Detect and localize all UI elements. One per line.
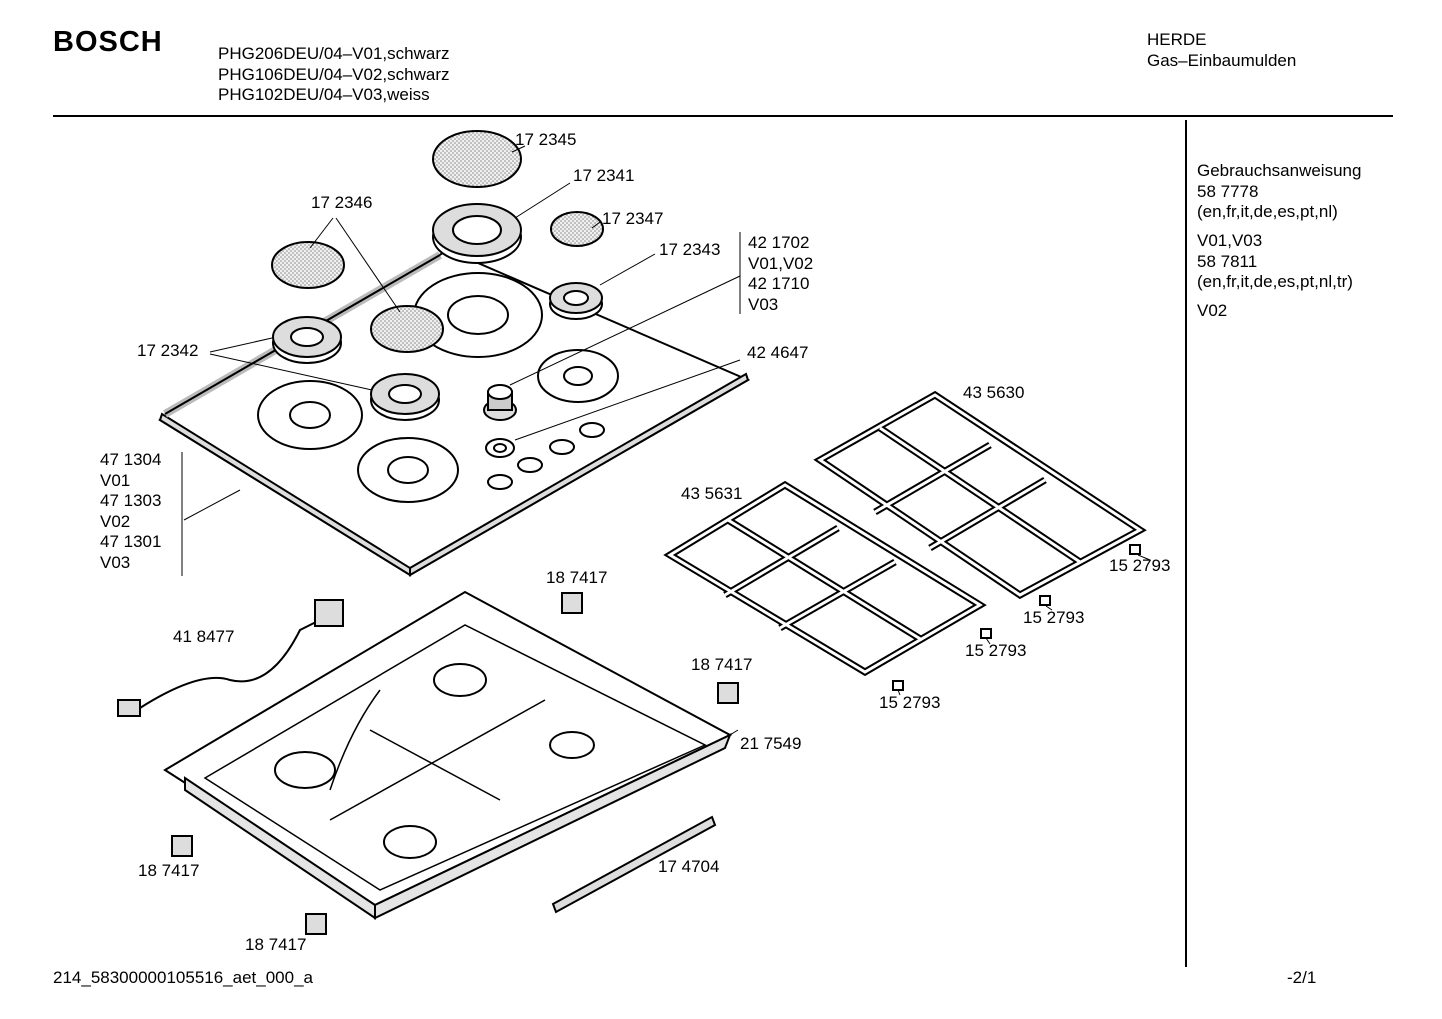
bracket-clip <box>171 835 193 857</box>
variant-code: V01 <box>100 470 131 490</box>
model-list: PHG206DEU/04–V01,schwarz PHG106DEU/04–V0… <box>218 44 450 106</box>
part-number: 41 8477 <box>173 627 235 646</box>
control-knob <box>483 384 517 458</box>
variant-code: V02 <box>100 511 131 531</box>
variant-code: V03 <box>100 552 131 572</box>
manual-info-2: V01,V03 58 7811 (en,fr,it,de,es,pt,nl,tr… <box>1197 231 1353 293</box>
category-line: Gas–Einbaumulden <box>1147 50 1297 70</box>
bracket-clip <box>305 913 327 935</box>
manual-languages: (en,fr,it,de,es,pt,nl) <box>1197 202 1338 221</box>
model-line: PHG102DEU/04–V03,weiss <box>218 85 430 104</box>
burner-large <box>432 203 522 264</box>
rubber-foot <box>980 628 992 639</box>
bracket-clip <box>561 592 583 614</box>
part-number: 17 2346 <box>311 193 373 212</box>
knob-part-numbers: 42 1702 V01,V02 42 1710 V03 <box>748 233 813 315</box>
part-number: 47 1301 <box>100 532 162 551</box>
part-number: 17 4704 <box>658 857 720 876</box>
part-number: 18 7417 <box>546 568 608 587</box>
part-number: 15 2793 <box>965 641 1027 660</box>
part-number: 18 7417 <box>245 935 307 954</box>
document-id: 214_58300000105516_aet_000_a <box>53 968 313 987</box>
part-number: 47 1303 <box>100 491 162 510</box>
part-number: 18 7417 <box>138 861 200 880</box>
part-number: 42 1702 <box>748 233 810 252</box>
variant-label: V01,V03 <box>1197 231 1263 250</box>
manual-languages: (en,fr,it,de,es,pt,nl,tr) <box>1197 272 1353 291</box>
header-divider <box>53 115 1393 117</box>
part-number: 43 5631 <box>681 484 743 503</box>
part-number: 15 2793 <box>1109 556 1171 575</box>
variant-label-2: V02 <box>1197 301 1228 320</box>
part-number: 17 2347 <box>602 209 664 228</box>
category-line: HERDE <box>1147 30 1207 49</box>
part-number: 17 2343 <box>659 240 721 259</box>
sidebar-divider <box>1185 120 1187 967</box>
part-number: 42 1710 <box>748 274 810 293</box>
bottom-tray <box>163 590 733 920</box>
page-number: -2/1 <box>1287 968 1317 987</box>
power-cord <box>117 599 344 717</box>
seal-strip <box>551 815 717 914</box>
manual-info: Gebrauchsanweisung 58 7778 (en,fr,it,de,… <box>1197 161 1361 223</box>
part-number: 42 4647 <box>747 343 809 362</box>
burner-small <box>549 282 603 320</box>
rubber-foot <box>1129 544 1141 555</box>
part-number: 21 7549 <box>740 734 802 753</box>
part-number: 17 2341 <box>573 166 635 185</box>
burner-cap <box>370 305 444 353</box>
pan-support-right-inner <box>817 393 1143 597</box>
part-number: 17 2345 <box>515 130 577 149</box>
model-line: PHG206DEU/04–V01,schwarz <box>218 44 450 63</box>
category: HERDE Gas–Einbaumulden <box>1147 30 1296 71</box>
brand-logo: BOSCH <box>53 26 163 58</box>
part-number: 18 7417 <box>691 655 753 674</box>
part-number: 15 2793 <box>879 693 941 712</box>
rubber-foot <box>1039 595 1051 606</box>
part-number: 15 2793 <box>1023 608 1085 627</box>
burner-medium <box>272 316 342 364</box>
burner-cap <box>550 211 604 247</box>
pan-support-left-inner <box>667 483 983 674</box>
burner-cap <box>271 241 345 289</box>
manual-title: Gebrauchsanweisung <box>1197 161 1362 180</box>
variant-code: V01,V02 <box>748 253 814 273</box>
variant-code: V03 <box>748 294 779 314</box>
burner-medium <box>370 373 440 421</box>
part-number: 47 1304 <box>100 450 162 469</box>
cooktop-plate <box>158 248 751 577</box>
burner-cap <box>432 130 522 188</box>
model-line: PHG106DEU/04–V02,schwarz <box>218 64 450 84</box>
manual-number: 58 7778 <box>1197 181 1259 201</box>
manual-number: 58 7811 <box>1197 251 1258 271</box>
bracket-clip <box>717 682 739 704</box>
cooktop-part-numbers: 47 1304 V01 47 1303 V02 47 1301 V03 <box>100 450 161 573</box>
part-number: 17 2342 <box>137 341 199 360</box>
rubber-foot <box>892 680 904 691</box>
part-number: 43 5630 <box>963 383 1025 402</box>
